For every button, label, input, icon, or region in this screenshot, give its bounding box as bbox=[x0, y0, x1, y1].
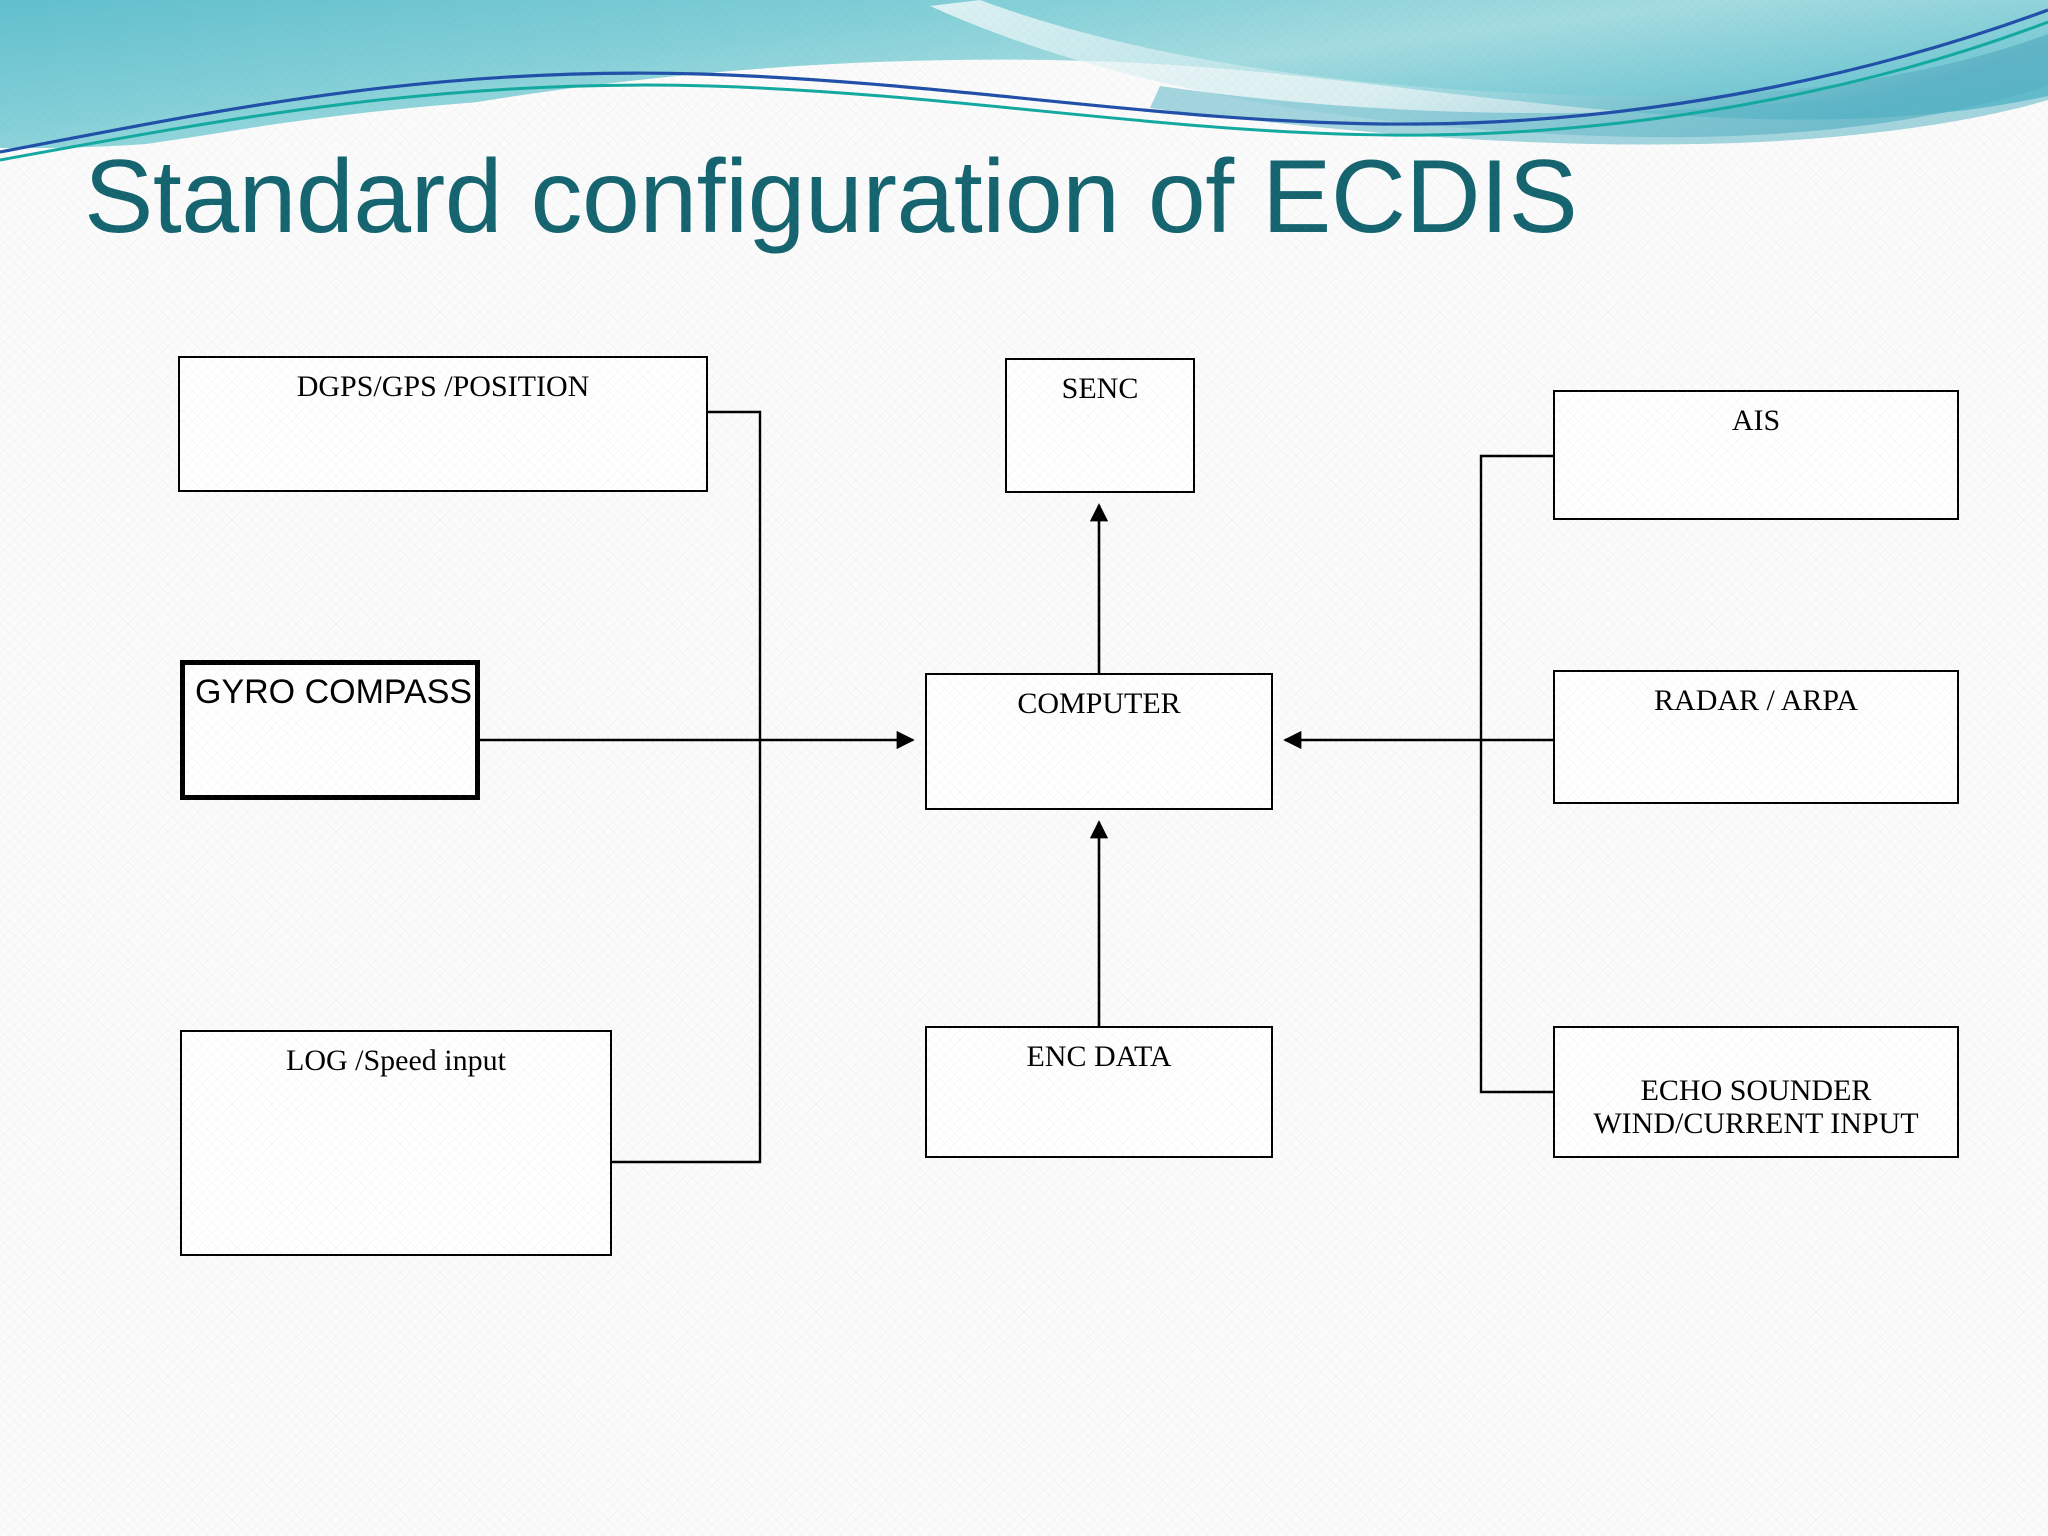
banner-fill-shape bbox=[0, 0, 2048, 149]
node-radar-arpa[interactable]: RADAR / ARPA bbox=[1553, 670, 1959, 804]
node-ais[interactable]: AIS bbox=[1553, 390, 1959, 520]
node-label: LOG /Speed input bbox=[286, 1044, 506, 1077]
node-senc[interactable]: SENC bbox=[1005, 358, 1195, 493]
node-label: DGPS/GPS /POSITION bbox=[296, 370, 590, 403]
node-log-speed-input[interactable]: LOG /Speed input bbox=[180, 1030, 612, 1256]
node-label: AIS bbox=[1731, 404, 1781, 437]
node-echo-sounder-wind-current-input[interactable]: ECHO SOUNDER WIND/CURRENT INPUT bbox=[1553, 1026, 1959, 1158]
wire-dgps-to-log-bus bbox=[612, 410, 762, 1164]
node-computer[interactable]: COMPUTER bbox=[925, 673, 1273, 810]
banner-teal-line bbox=[0, 20, 2048, 162]
page-title: Standard configuration of ECDIS bbox=[84, 139, 1578, 255]
banner-white-sweep bbox=[0, 91, 2048, 180]
teal-wave-banner bbox=[0, 0, 2048, 180]
node-label: ECHO SOUNDER WIND/CURRENT INPUT bbox=[1593, 1073, 1919, 1141]
node-gyro-compass[interactable]: GYRO COMPASS bbox=[180, 660, 480, 800]
wire-ais-to-echo-bus bbox=[1479, 454, 1553, 1094]
banner-navy-line bbox=[0, 8, 2048, 154]
node-label: ENC DATA bbox=[1026, 1040, 1172, 1073]
node-label: COMPUTER bbox=[1017, 687, 1181, 720]
node-label: GYRO COMPASS bbox=[195, 673, 473, 711]
banner-light-ribbon bbox=[930, 0, 2048, 138]
node-label: RADAR / ARPA bbox=[1654, 684, 1858, 717]
node-label: SENC bbox=[1061, 372, 1139, 405]
node-enc-data[interactable]: ENC DATA bbox=[925, 1026, 1273, 1158]
node-dgps-gps-position[interactable]: DGPS/GPS /POSITION bbox=[178, 356, 708, 492]
